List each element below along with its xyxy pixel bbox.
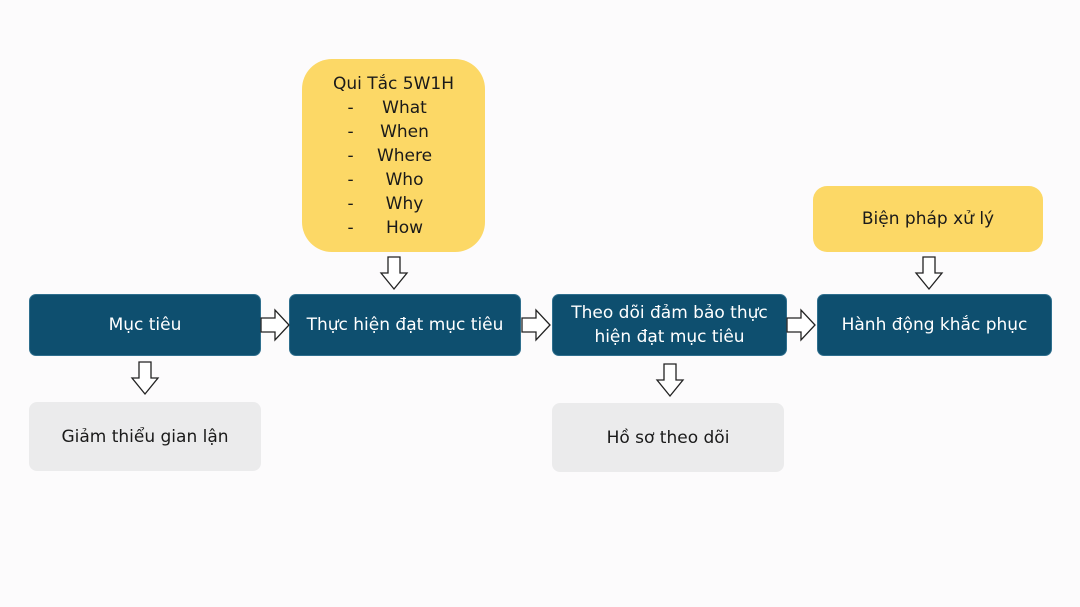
rule-item: - When (344, 120, 444, 144)
arrow-right-icon (521, 308, 551, 342)
step-execute-label: Thực hiện đạt mục tiêu (306, 315, 504, 335)
step-goal-label: Mục tiêu (108, 315, 182, 335)
arrow-right-icon (260, 308, 290, 342)
rule-dash: - (347, 145, 354, 166)
rule-text: Who (385, 169, 424, 190)
rule-text: Where (376, 145, 433, 166)
rule-text: What (382, 97, 427, 118)
measures-box: Biện pháp xử lý (813, 186, 1043, 252)
rule-text: Why (385, 193, 424, 214)
arrow-down-icon (655, 363, 685, 398)
output-monitor-records: Hồ sơ theo dõi (552, 403, 784, 472)
rule-item: - How (344, 216, 444, 240)
output-reduce-fraud: Giảm thiểu gian lận (29, 402, 261, 471)
rule-dash: - (347, 121, 354, 142)
step-monitor-label: Theo dõi đảm bảo thực hiện đạt mục tiêu (571, 303, 768, 347)
rule-item: - What (344, 96, 444, 120)
step-action: Hành động khắc phục (817, 294, 1052, 356)
rule-text: How (385, 217, 424, 238)
measures-label: Biện pháp xử lý (861, 209, 995, 229)
rule-item: - Where (344, 144, 444, 168)
rule-dash: - (347, 169, 354, 190)
rule-dash: - (347, 193, 354, 214)
arrow-right-icon (786, 308, 816, 342)
step-execute: Thực hiện đạt mục tiêu (289, 294, 521, 356)
rule-dash: - (347, 97, 354, 118)
step-monitor: Theo dõi đảm bảo thực hiện đạt mục tiêu (552, 294, 787, 356)
step-goal: Mục tiêu (29, 294, 261, 356)
rule-item: - Who (344, 168, 444, 192)
rule-text: When (380, 121, 429, 142)
output-reduce-fraud-label: Giảm thiểu gian lận (61, 426, 229, 447)
rule-dash: - (347, 217, 354, 238)
step-action-label: Hành động khắc phục (841, 315, 1028, 335)
rules-title: Qui Tắc 5W1H (332, 73, 455, 94)
arrow-down-icon (914, 256, 944, 291)
output-monitor-records-label: Hồ sơ theo dõi (606, 427, 730, 448)
rule-item: - Why (344, 192, 444, 216)
arrow-down-icon (130, 361, 160, 396)
rules-5w1h-box: Qui Tắc 5W1H - What - When - Where - Who… (302, 59, 485, 252)
arrow-down-icon (379, 256, 409, 291)
